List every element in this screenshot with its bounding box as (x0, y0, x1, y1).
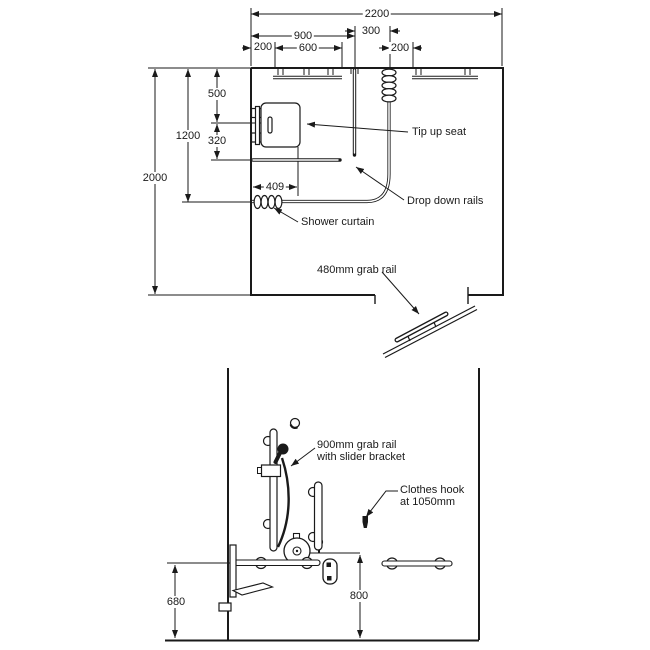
dim-left-offset: 200 (251, 41, 275, 53)
slider-bracket (257, 464, 282, 478)
plan-leader-lines (273, 121, 420, 315)
extension-lines (148, 8, 503, 296)
shower-control-valve (283, 532, 311, 565)
shower-curtain-coil-top (381, 68, 397, 103)
dim-curtain-depth: 1200 (173, 130, 203, 142)
shower-outlet (289, 417, 301, 429)
dim-overall-width: 2200 (362, 8, 392, 20)
label-900-grab-rail: 900mm grab rail with slider bracket (317, 439, 406, 463)
dim-drop-rail-to-curtain: 300 (359, 25, 383, 37)
label-drop-down-rails: Drop down rails (407, 195, 484, 207)
label-clothes-hook: Clothes hook at 1050mm (400, 484, 465, 508)
drop-down-rail-vertical (350, 68, 359, 157)
label-900-grab-rail-line1: 900mm grab rail (317, 439, 397, 451)
label-480-grab-rail: 480mm grab rail (317, 264, 397, 276)
shower-riser-rail (262, 428, 278, 552)
label-tip-up-seat: Tip up seat (412, 126, 467, 138)
dim-grab-rail-length: 600 (296, 42, 320, 54)
label-clothes-hook-line1: Clothes hook (400, 484, 465, 496)
dim-rail-height: 680 (164, 596, 188, 608)
elevation-leader-lines (290, 447, 398, 518)
label-clothes-hook-line2: at 1050mm (400, 495, 456, 508)
shower-curtain-coil-side (253, 194, 283, 210)
plan-dimension-lines (152, 11, 502, 294)
dim-seat-to-rail: 320 (205, 135, 229, 147)
tip-up-seat-side (218, 544, 275, 612)
back-wall-grab-rail-left (273, 68, 342, 80)
horizontal-grab-rail (232, 556, 321, 570)
shelf (381, 557, 453, 570)
shower-curtain-rail (252, 69, 391, 204)
clothes-hook (362, 516, 368, 528)
tip-up-seat-plan (250, 102, 301, 148)
soap-dish (322, 558, 338, 585)
plan-view (148, 8, 504, 359)
door-with-480-grab-rail (382, 305, 478, 359)
label-900-grab-rail-line2: with slider bracket (317, 450, 406, 463)
dim-control-height: 800 (347, 590, 371, 602)
shower-hose (276, 457, 290, 548)
dim-seat-centre: 500 (205, 88, 229, 100)
elevation-walls (165, 368, 480, 642)
back-wall-grab-rail-right (412, 68, 478, 80)
elevation-extension-lines (167, 552, 360, 564)
elevation-view (165, 368, 480, 642)
shower-handset (273, 443, 289, 464)
dim-room-depth: 2000 (140, 172, 170, 184)
dim-right-offset: 200 (388, 42, 412, 54)
label-shower-curtain: Shower curtain (301, 216, 375, 228)
dim-wall-to-drop-rail: 900 (291, 30, 315, 42)
vertical-grab-rail (307, 481, 323, 551)
dim-seat-projection: 409 (263, 181, 287, 193)
